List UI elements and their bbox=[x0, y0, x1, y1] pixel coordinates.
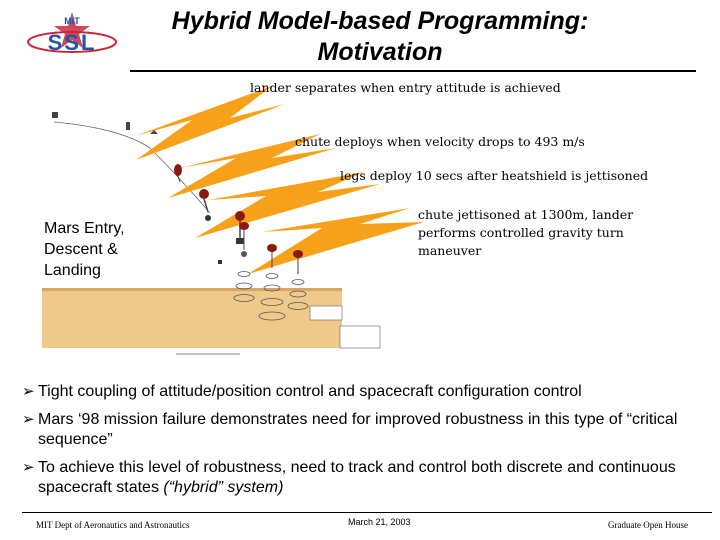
descent-figure bbox=[40, 78, 670, 368]
logo-text-main: SSL bbox=[48, 30, 97, 55]
title-divider bbox=[130, 70, 696, 72]
callout-bolt-1 bbox=[135, 86, 285, 160]
mars-edl-label: Mars Entry, Descent & Landing bbox=[44, 218, 125, 281]
callout-bolt-3 bbox=[195, 172, 380, 238]
callout-bolt-4 bbox=[248, 208, 424, 274]
trajectory-line bbox=[53, 121, 211, 214]
final-lander-icon bbox=[287, 250, 309, 310]
footer-department: MIT Dept of Aeronautics and Astronautics bbox=[36, 520, 190, 530]
arrow-bullet-icon: ➢ bbox=[22, 459, 35, 476]
slide-title-line1: Hybrid Model-based Programming: bbox=[171, 7, 589, 35]
descending-lander-icon bbox=[199, 189, 211, 221]
bullet-text: To achieve this level of robustness, nee… bbox=[38, 459, 676, 496]
entry-capsule-icon bbox=[52, 112, 158, 134]
ground-label-box bbox=[339, 325, 381, 349]
ground-label-box bbox=[309, 305, 343, 321]
footer-date: March 21, 2003 bbox=[348, 517, 411, 527]
mars-edl-label-line: Descent & bbox=[44, 241, 118, 258]
arrow-bullet-icon: ➢ bbox=[22, 411, 35, 428]
callout-bolt-2 bbox=[168, 134, 336, 198]
footer-divider bbox=[22, 512, 712, 513]
footer-event: Graduate Open House bbox=[608, 520, 688, 530]
mit-ssl-logo: MIT SSL bbox=[22, 10, 122, 66]
bullet-item: ➢ Tight coupling of attitude/position co… bbox=[22, 382, 712, 402]
lander-rings-icon bbox=[258, 244, 286, 321]
gravity-turn-lander-icon bbox=[233, 222, 255, 302]
bullet-list: ➢ Tight coupling of attitude/position co… bbox=[22, 382, 712, 506]
callout-chute-jettisoned: chute jettisoned at 1300m, lander perfor… bbox=[418, 207, 634, 258]
bullet-italic-text: (“hybrid” system) bbox=[163, 479, 284, 496]
mars-edl-label-line: Landing bbox=[44, 262, 101, 279]
callout-legs-deploy: legs deploy 10 secs after heatshield is … bbox=[340, 168, 649, 183]
bullet-text: Tight coupling of attitude/position cont… bbox=[38, 383, 582, 400]
mars-ground bbox=[42, 290, 342, 348]
callout-chute-deploys: chute deploys when velocity drops to 493… bbox=[295, 134, 585, 149]
logo-star-icon bbox=[54, 12, 90, 48]
bullet-item: ➢ Mars ‘98 mission failure demonstrates … bbox=[22, 410, 712, 450]
logo-text-top: MIT bbox=[64, 16, 80, 26]
mars-edl-label-line: Mars Entry, bbox=[44, 220, 125, 237]
bullet-item: ➢ To achieve this level of robustness, n… bbox=[22, 458, 712, 498]
bullet-text: Mars ‘98 mission failure demonstrates ne… bbox=[38, 411, 678, 448]
callout-lander-separates: lander separates when entry attitude is … bbox=[250, 80, 561, 95]
parachute-capsule-icon bbox=[174, 164, 182, 183]
arrow-bullet-icon: ➢ bbox=[22, 383, 35, 400]
slide-title: Hybrid Model-based Programming: Motivati… bbox=[120, 6, 640, 68]
slide-title-line2: Motivation bbox=[317, 38, 443, 66]
